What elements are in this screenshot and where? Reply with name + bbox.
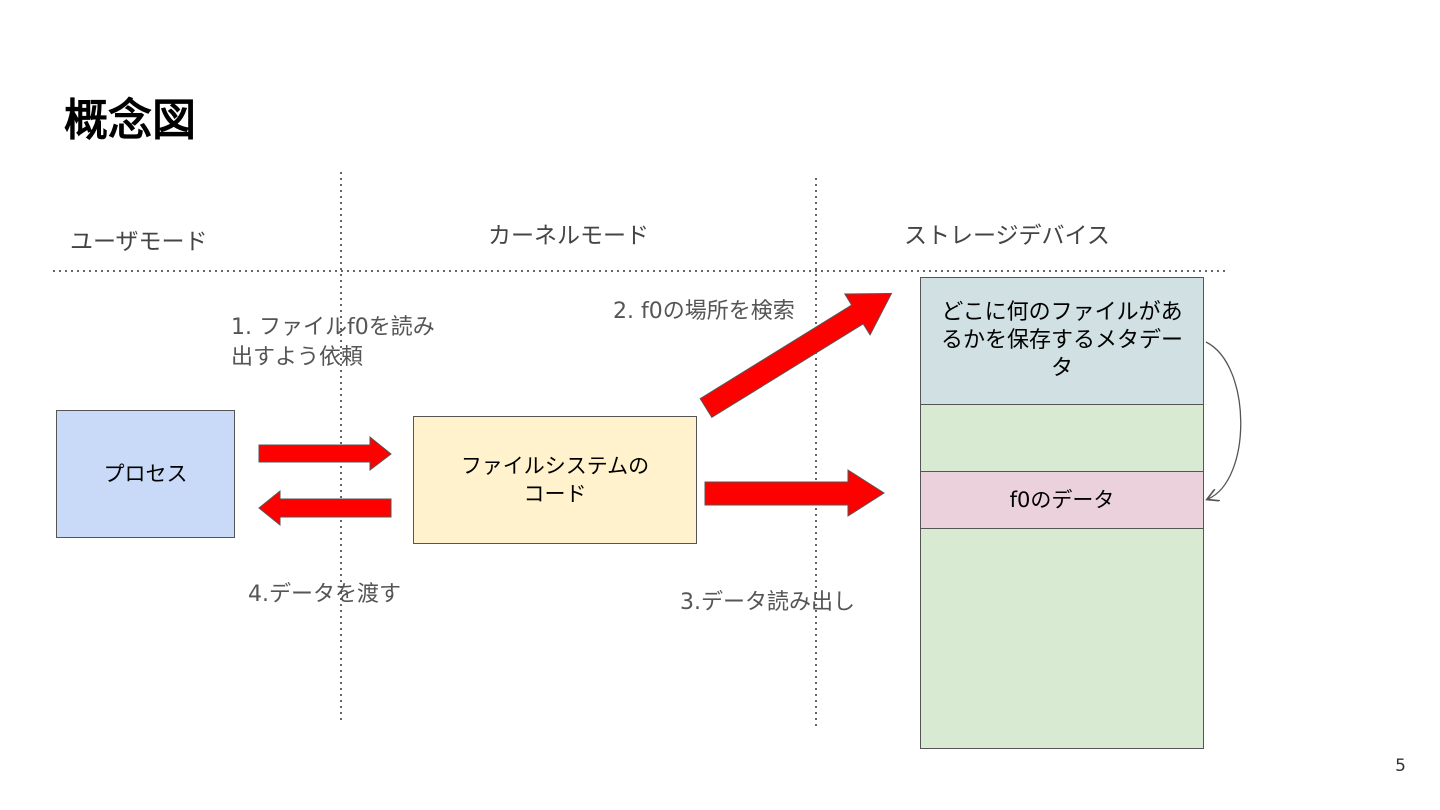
metadata-box: どこに何のファイルがあるかを保存するメタデータ xyxy=(920,277,1204,405)
search-location-arrow xyxy=(699,292,893,419)
storage-device-label: ストレージデバイス xyxy=(904,223,1110,249)
filesystem-label: ファイルシステムの コード xyxy=(460,454,650,506)
metadata-label: どこに何のファイルがあるかを保存するメタデータ xyxy=(940,300,1183,381)
f0-data-box: f0のデータ xyxy=(920,471,1204,529)
return-data-arrow xyxy=(258,489,392,527)
metadata-to-f0-curve xyxy=(1206,341,1242,499)
f0-data-label: f0のデータ xyxy=(1009,488,1115,512)
page-number: 5 xyxy=(1395,756,1406,776)
step3-label: 3.データ読み出し xyxy=(680,590,855,615)
read-data-arrow xyxy=(704,469,885,517)
slide-title: 概念図 xyxy=(64,95,196,146)
step2-label: 2. f0の場所を検索 xyxy=(613,299,795,324)
kernel-mode-label: カーネルモード xyxy=(488,223,649,249)
request-arrow xyxy=(258,435,392,472)
user-mode-label: ユーザモード xyxy=(70,229,208,255)
step4-label: 4.データを渡す xyxy=(248,582,401,607)
process-box: プロセス xyxy=(56,410,235,538)
process-label: プロセス xyxy=(103,462,188,486)
step1-label: 1. ファイルf0を読み 出すよう依頼 xyxy=(231,315,435,370)
filesystem-box: ファイルシステムの コード xyxy=(413,416,697,544)
